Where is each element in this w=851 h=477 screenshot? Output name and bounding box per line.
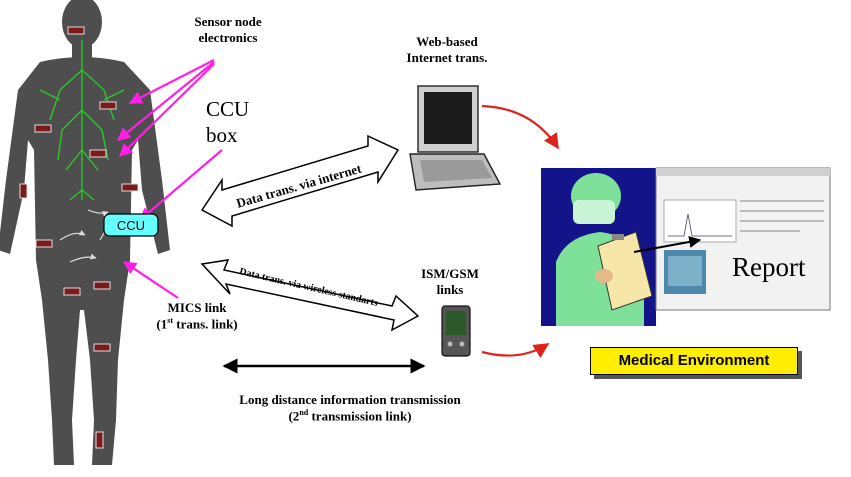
long-label-line1: Long distance information transmission <box>239 392 461 407</box>
ccu-box-label: CCU <box>117 218 145 233</box>
mics-label-line1: MICS link <box>167 300 227 315</box>
mics-label-line2: (1st trans. link) <box>142 316 252 332</box>
web-label-line2: Internet trans. <box>406 49 488 65</box>
medical-environment-badge: Medical Environment <box>590 347 798 375</box>
sensor-node-line2: electronics <box>198 29 258 45</box>
long-pre: (2 <box>288 407 300 423</box>
long-label-line2: (2nd transmission link) <box>190 408 510 424</box>
mics-sup: st <box>167 315 173 325</box>
long-sup: nd <box>299 407 309 417</box>
laptop-icon <box>409 85 502 191</box>
ccu-box-title: CCU box <box>206 96 266 149</box>
pda-icon <box>441 305 471 357</box>
doctor-illustration <box>541 168 656 326</box>
ccu-box: CCU <box>103 213 159 237</box>
ccu-title-line2: box <box>206 123 238 148</box>
ism-gsm-label: ISM/GSM links <box>420 266 480 297</box>
mics-pre: (1 <box>156 315 168 331</box>
report-screen <box>655 167 831 311</box>
sensor-nodes <box>19 26 139 449</box>
sensor-node-line1: Sensor node <box>194 14 262 29</box>
report-label: Report <box>732 252 806 282</box>
mics-post: trans. link) <box>172 315 238 331</box>
internet-data-arrow: Data trans. via internet <box>200 134 400 228</box>
human-body <box>0 0 170 465</box>
ism-label-line2: links <box>436 281 464 297</box>
long-distance-label: Long distance information transmission (… <box>190 392 510 424</box>
long-post: transmission link) <box>308 407 412 423</box>
ism-label-line1: ISM/GSM <box>421 266 479 281</box>
sensor-node-label: Sensor node electronics <box>168 14 288 45</box>
doctor-to-report-arrow <box>633 236 702 253</box>
pointer-arrows <box>116 59 223 299</box>
mics-link-label: MICS link (1st trans. link) <box>142 300 252 332</box>
web-label-line1: Web-based <box>416 34 478 49</box>
web-internet-label: Web-based Internet trans. <box>392 34 502 65</box>
nerve-network <box>39 40 125 201</box>
red-arrows <box>481 104 559 358</box>
ccu-title-line1: CCU <box>206 97 250 121</box>
